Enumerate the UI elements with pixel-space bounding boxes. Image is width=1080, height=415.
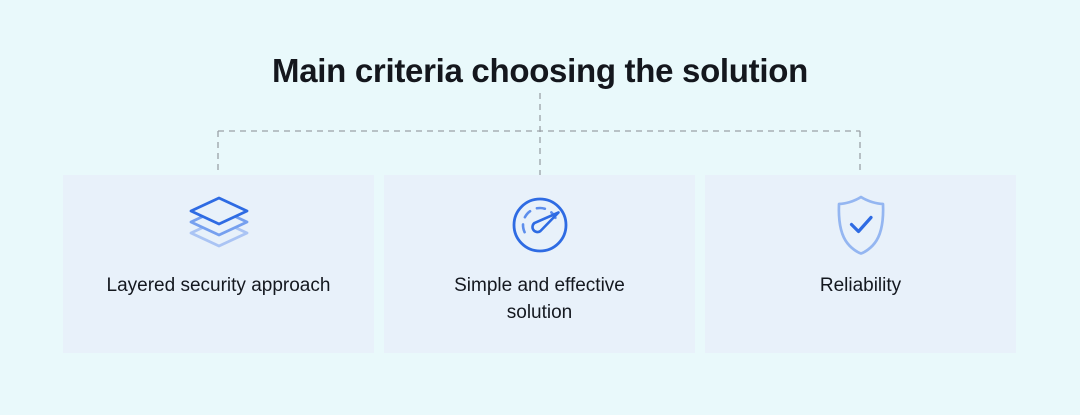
criteria-card-layered-security: Layered security approach [63,175,374,353]
shield-check-icon [829,195,893,255]
card-label: Simple and effective solution [454,275,625,323]
layers-icon [187,195,251,255]
gauge-icon [508,195,572,255]
criteria-card-simple-solution: Simple and effective solution [384,175,695,353]
card-label: Reliability [819,275,902,296]
criteria-card-reliability: Reliability [705,175,1016,353]
page-title: Main criteria choosing the solution [272,52,808,89]
card-label: Layered security approach [106,275,331,296]
